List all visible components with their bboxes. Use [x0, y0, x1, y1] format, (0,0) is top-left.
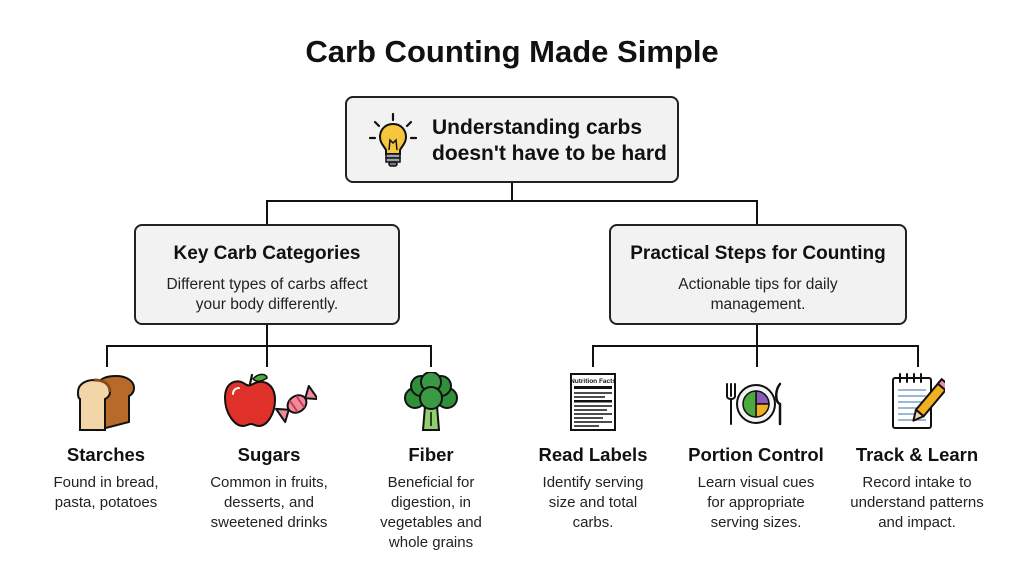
leaf-description-line: vegetables and [380, 514, 482, 531]
leaf-description-line: for appropriate [707, 494, 805, 511]
leaf-description-line: whole grains [388, 534, 474, 551]
lightbulb-icon [369, 112, 417, 167]
leaf-description-line: Common in fruits, [210, 474, 328, 491]
notepad-pencil-icon [892, 373, 945, 429]
category-title: Practical Steps for Counting [630, 243, 886, 264]
leaf-description: Record intake to understand patterns and… [832, 473, 1002, 533]
category-description: Different types of carbs affect your bod… [146, 275, 388, 315]
broccoli-icon [404, 372, 458, 431]
connector-starches [106, 345, 108, 367]
page-title: Carb Counting Made Simple [305, 34, 719, 69]
category-description-line: management. [710, 296, 806, 313]
connector-portion-control [756, 345, 758, 367]
portion-plate-icon [726, 382, 782, 426]
connector-fiber [430, 345, 432, 367]
leaf-description-line: carbs. [572, 514, 614, 531]
leaf-description-line: serving sizes. [710, 514, 802, 531]
leaf-description: Beneficial for digestion, in vegetables … [346, 473, 516, 553]
leaf-title: Sugars [237, 444, 301, 465]
connector-right-horizontal [592, 345, 919, 347]
connector-root-down [511, 183, 513, 201]
apple-candy-icon [223, 373, 317, 428]
connector-track-learn [917, 345, 919, 367]
leaf-description: Learn visual cues for appropriate servin… [671, 473, 841, 533]
connector-to-left-category [266, 200, 268, 224]
category-title: Key Carb Categories [173, 243, 361, 264]
leaf-title: Starches [66, 444, 146, 465]
connector-to-right-category [756, 200, 758, 224]
connector-sugars [266, 345, 268, 367]
leaf-description: Common in fruits, desserts, and sweetene… [184, 473, 354, 533]
root-line-1: Understanding carbs [432, 116, 643, 139]
category-description-line: Actionable tips for daily [678, 276, 838, 293]
root-node: Understanding carbs doesn't have to be h… [345, 96, 679, 183]
leaf-description: Identify serving size and total carbs. [508, 473, 678, 533]
category-description-line: Different types of carbs affect [166, 276, 368, 293]
leaf-description-line: desserts, and [223, 494, 315, 511]
connector-read-labels [592, 345, 594, 367]
bread-icon [76, 374, 136, 432]
leaf-description-line: Identify serving [542, 474, 644, 491]
category-description: Actionable tips for daily management. [621, 275, 895, 315]
leaf-description-line: size and total [548, 494, 638, 511]
leaf-description-line: understand patterns [850, 494, 984, 511]
leaf-title: Fiber [408, 444, 454, 465]
leaf-description-line: Learn visual cues [697, 474, 815, 491]
root-line-2: doesn't have to be hard [432, 142, 667, 165]
leaf-description-line: and impact. [878, 514, 956, 531]
leaf-description-line: Beneficial for [387, 474, 475, 491]
category-key-carb-categories: Key Carb Categories Different types of c… [134, 224, 400, 325]
leaf-description-line: pasta, potatoes [54, 494, 158, 511]
connector-left-down [266, 325, 268, 346]
leaf-description-line: sweetened drinks [210, 514, 328, 531]
connector-right-down [756, 325, 758, 346]
root-text: Understanding carbs doesn't have to be h… [432, 115, 672, 167]
leaf-title: Track & Learn [855, 444, 979, 465]
connector-root-horizontal [266, 200, 758, 202]
leaf-description-line: digestion, in [390, 494, 472, 511]
leaf-description-line: Found in bread, [53, 474, 159, 491]
leaf-description-line: Record intake to [862, 474, 972, 491]
leaf-title: Portion Control [688, 444, 824, 465]
category-description-line: your body differently. [195, 296, 339, 313]
nutrition-label-text: Nutrition Facts [570, 378, 616, 385]
category-practical-steps: Practical Steps for Counting Actionable … [609, 224, 907, 325]
nutrition-label-icon: Nutrition Facts [570, 373, 616, 431]
leaf-title: Read Labels [538, 444, 648, 465]
connector-left-horizontal [106, 345, 432, 347]
leaf-description: Found in bread, pasta, potatoes [21, 473, 191, 513]
